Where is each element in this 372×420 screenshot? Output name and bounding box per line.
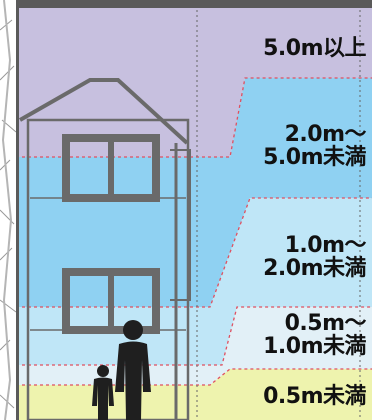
zone-band-2-to-5m — [16, 78, 372, 307]
child-figure-icon — [92, 365, 114, 420]
legend-zone-2-to-5m-line1: 2.0m～ — [284, 122, 367, 147]
left-frame — [16, 0, 19, 420]
legend-zone-1-to-2m-line1: 1.0m～ — [284, 233, 367, 258]
zone-band-5m-plus — [16, 0, 372, 157]
legend-zone-1-to-2m: 1.0m～ 2.0m未満 — [263, 234, 366, 280]
legend-zone-5m-plus-line1: 5.0m以上 — [263, 36, 366, 61]
house-outline-icon — [19, 78, 191, 420]
legend-zone-2-to-5m: 2.0m～ 5.0m未満 — [263, 123, 366, 169]
top-frame — [16, 0, 372, 8]
legend-zone-2-to-5m-line2: 5.0m未満 — [263, 145, 366, 170]
legend-zone-5m-plus: 5.0m以上 — [263, 37, 366, 60]
legend-zone-1-to-2m-line2: 2.0m未満 — [263, 256, 366, 281]
zone-band-1-to-2m — [16, 198, 372, 365]
street-map-background — [0, 0, 24, 420]
legend-zone-05-to-1m: 0.5m～ 1.0m未満 — [263, 312, 366, 358]
adult-figure-icon — [115, 320, 151, 420]
legend-zone-under-05m: 0.5m未満 — [263, 385, 366, 408]
legend-zone-05-to-1m-line1: 0.5m～ — [284, 311, 367, 336]
legend-zone-05-to-1m-line2: 1.0m未満 — [263, 334, 366, 359]
legend-zone-under-05m-line1: 0.5m未満 — [263, 384, 366, 409]
